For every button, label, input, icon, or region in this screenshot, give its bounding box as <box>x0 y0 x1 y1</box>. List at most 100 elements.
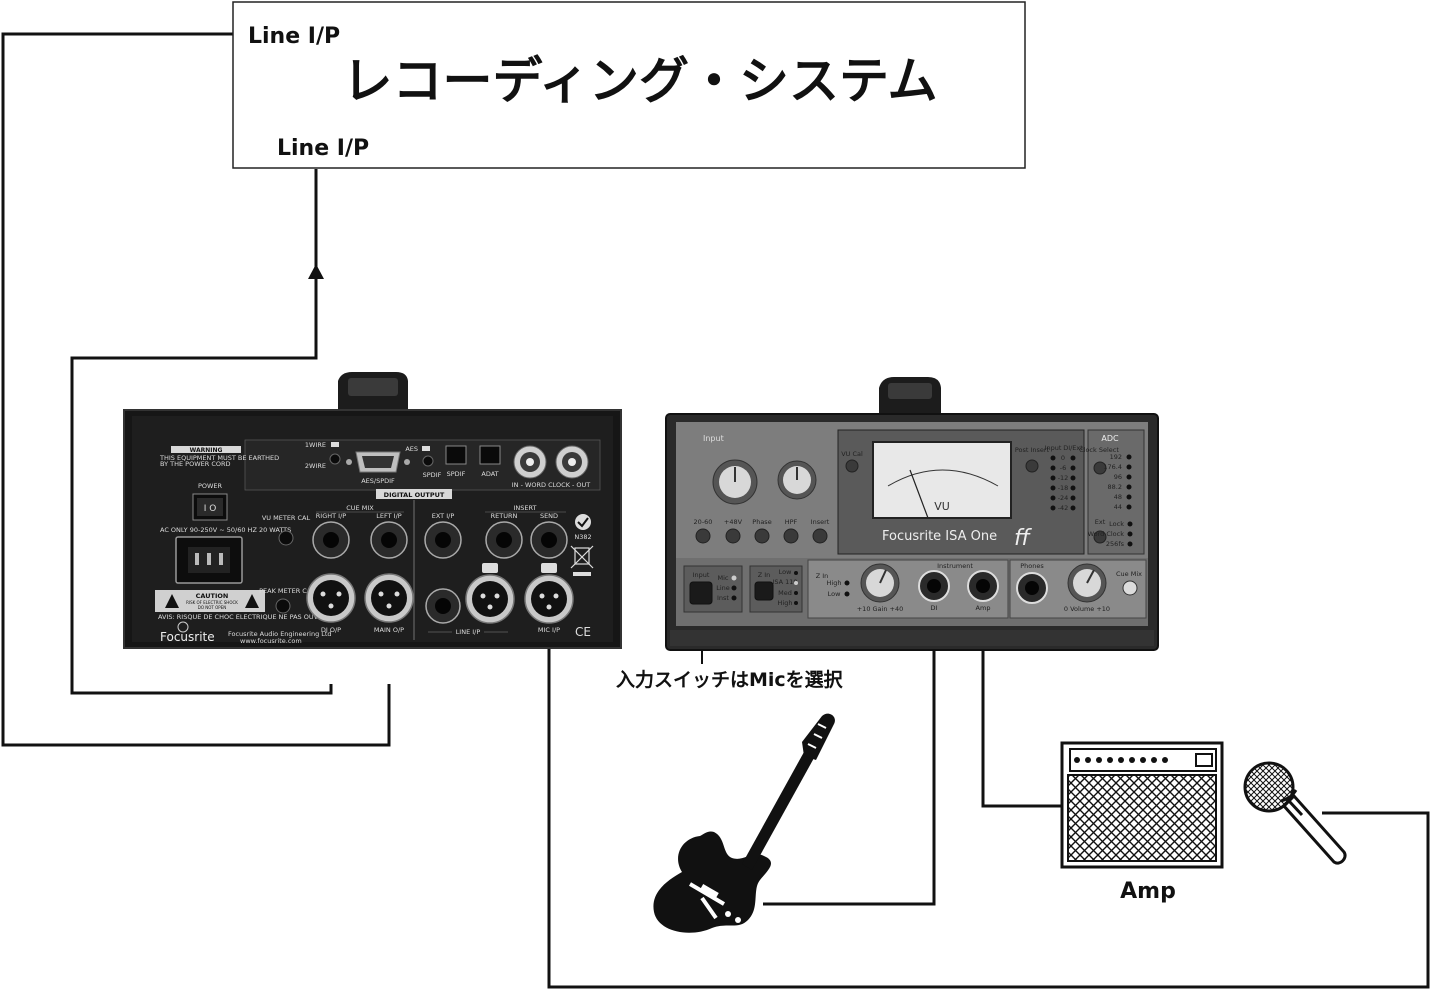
post-insert-button[interactable] <box>1025 459 1039 473</box>
cue-mix-left-input-jack[interactable] <box>370 521 408 559</box>
svg-text:Med: Med <box>778 589 792 597</box>
instrument-gain-knob[interactable] <box>860 563 900 603</box>
front-brand: Focusrite ISA One <box>882 529 997 544</box>
button-phase[interactable] <box>754 528 770 544</box>
input-select-button[interactable] <box>689 581 713 605</box>
focusrite-logo-icon <box>177 621 189 633</box>
di-output-xlr[interactable] <box>306 573 356 623</box>
svg-text:IN - WORD CLOCK - OUT: IN - WORD CLOCK - OUT <box>512 481 591 489</box>
svg-text:DI O/P: DI O/P <box>321 626 341 634</box>
svg-text:DI/Ext: DI/Ext <box>1063 444 1083 452</box>
shock-warning-icon <box>165 594 179 608</box>
vu-cal-button[interactable] <box>845 459 859 473</box>
aes-spdif-button[interactable] <box>422 455 434 467</box>
mic-input-xlr[interactable] <box>524 563 574 624</box>
svg-text:0 Volume +10: 0 Volume +10 <box>1064 605 1110 613</box>
svg-text:192: 192 <box>1110 453 1122 461</box>
svg-text:POWER: POWER <box>198 482 223 490</box>
front-panel: Input 20-60 +48V Phase HPF Insert VU Cal <box>665 377 1159 651</box>
guitar-amp-icon <box>1060 741 1224 869</box>
svg-text:DO NOT OPEN: DO NOT OPEN <box>198 605 226 610</box>
svg-text:EXT I/P: EXT I/P <box>432 512 455 520</box>
svg-text:20-60: 20-60 <box>694 518 713 526</box>
svg-text:Phones: Phones <box>1020 562 1044 570</box>
main-output-xlr[interactable] <box>364 573 414 623</box>
rear-panel: WARNING THIS EQUIPMENT MUST BE EARTHED B… <box>123 372 622 649</box>
svg-text:-12: -12 <box>1058 474 1069 482</box>
instrument-amp-jack[interactable] <box>967 570 999 602</box>
ext-clock-button[interactable] <box>1093 530 1107 544</box>
aes-spdif-switch[interactable] <box>422 446 430 451</box>
button-insert[interactable] <box>812 528 828 544</box>
phones-volume-knob[interactable] <box>1067 563 1107 603</box>
wire-select-switch[interactable] <box>331 442 339 447</box>
svg-text:96: 96 <box>1114 473 1122 481</box>
vu-meter-cal-trim[interactable] <box>278 530 294 546</box>
word-clock-out-bnc[interactable] <box>555 445 589 479</box>
line-input-jack[interactable] <box>425 588 461 624</box>
amp-grille <box>1067 774 1217 862</box>
amp-control-knobs <box>1074 757 1168 763</box>
trim-knob[interactable] <box>777 460 817 500</box>
input-gain-knob[interactable] <box>712 459 758 505</box>
svg-text:VU Cal: VU Cal <box>841 450 863 458</box>
vu-meter: VU <box>872 441 1012 519</box>
svg-text:BY THE POWER CORD: BY THE POWER CORD <box>160 460 231 468</box>
svg-text:Input: Input <box>1045 444 1062 452</box>
svg-text:Lock: Lock <box>1109 520 1124 528</box>
button-phantom-48v[interactable] <box>725 528 741 544</box>
insert-send-jack[interactable] <box>530 521 568 559</box>
mic-impedance-button[interactable] <box>754 581 774 601</box>
svg-text:Focusrite: Focusrite <box>160 630 215 644</box>
svg-text:VU METER CAL: VU METER CAL <box>262 514 311 522</box>
button-20-60[interactable] <box>695 528 711 544</box>
svg-text:Z In: Z In <box>816 572 829 580</box>
svg-text:88.2: 88.2 <box>1108 483 1122 491</box>
adat-optical-port[interactable] <box>479 445 501 465</box>
svg-text:Mic: Mic <box>718 574 729 582</box>
compliance-check-icon <box>575 514 591 530</box>
wire-select-button[interactable] <box>329 453 341 465</box>
svg-text:SPDIF: SPDIF <box>423 471 442 479</box>
svg-text:I O: I O <box>204 504 217 514</box>
svg-text:Instrument: Instrument <box>937 562 973 570</box>
svg-text:VU: VU <box>934 500 950 513</box>
wire-main-out-to-line-input <box>1 32 391 747</box>
word-clock-in-bnc[interactable] <box>513 445 547 479</box>
svg-text:-6: -6 <box>1060 464 1066 472</box>
ce-mark: CE <box>575 625 591 639</box>
clock-select-button[interactable] <box>1093 461 1107 475</box>
svg-text:Low: Low <box>828 590 841 598</box>
button-hpf[interactable] <box>783 528 799 544</box>
insert-return-jack[interactable] <box>485 521 523 559</box>
level-meter-leds: 0 -6 -12 -18 -24 -42 <box>1050 454 1076 512</box>
svg-text:DI: DI <box>931 604 938 612</box>
instrument-di-jack[interactable] <box>918 570 950 602</box>
recording-system-box: Line I/P レコーディング・システム Line I/P <box>232 1 1026 169</box>
line-input-top-label: Line I/P <box>248 24 340 49</box>
line-input-xlr[interactable] <box>465 563 515 624</box>
svg-text:Line: Line <box>716 584 730 592</box>
svg-text:RISK OF ELECTRIC SHOCK: RISK OF ELECTRIC SHOCK <box>186 600 238 605</box>
svg-text:MAIN O/P: MAIN O/P <box>374 626 404 634</box>
svg-text:0: 0 <box>1061 454 1065 462</box>
svg-text:LEFT I/P: LEFT I/P <box>376 512 401 520</box>
cue-mix-button[interactable] <box>1122 580 1138 596</box>
svg-text:High: High <box>778 599 793 607</box>
spdif-optical-port[interactable] <box>445 445 467 465</box>
peak-meter-cal-trim[interactable] <box>275 598 291 614</box>
microphone-icon <box>1243 761 1347 865</box>
svg-text:2WIRE: 2WIRE <box>305 462 326 470</box>
svg-text:256fs: 256fs <box>1106 540 1125 548</box>
svg-text:+48V: +48V <box>724 518 743 526</box>
svg-text:176.4: 176.4 <box>1103 463 1122 471</box>
headphone-jack[interactable] <box>1016 572 1048 604</box>
svg-text:Cue Mix: Cue Mix <box>1116 570 1142 578</box>
svg-text:PEAK METER CAL: PEAK METER CAL <box>259 587 315 595</box>
ext-input-jack[interactable] <box>424 521 462 559</box>
svg-text:-24: -24 <box>1058 494 1069 502</box>
svg-text:Z In: Z In <box>758 571 771 579</box>
svg-text:DIGITAL OUTPUT: DIGITAL OUTPUT <box>384 491 445 499</box>
cue-mix-right-input-jack[interactable] <box>312 521 350 559</box>
svg-text:AVIS: RISQUE DE CHOC ELECTRIQU: AVIS: RISQUE DE CHOC ELECTRIQUE NE PAS O… <box>158 613 329 621</box>
